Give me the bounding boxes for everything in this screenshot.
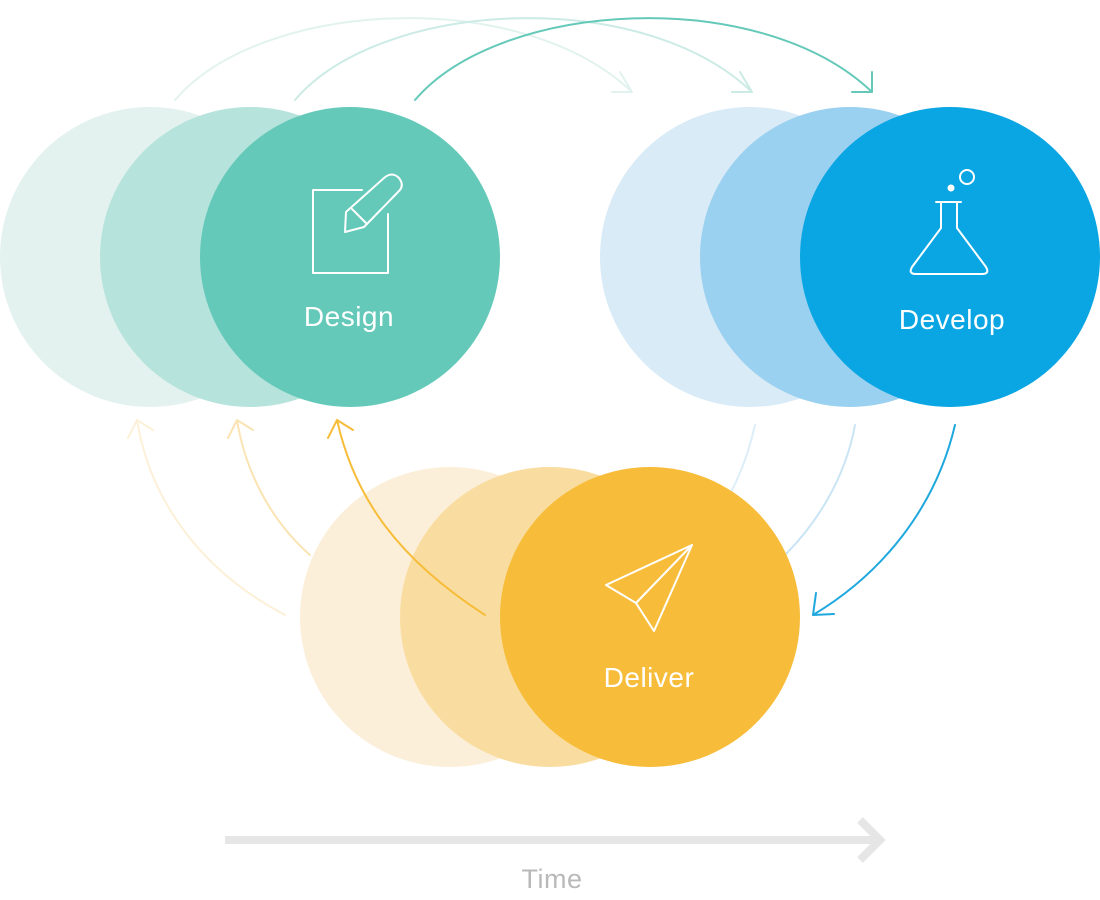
deliver-to-design-arrow-2 — [227, 419, 311, 556]
develop-label: Develop — [899, 304, 1005, 335]
edit-icon — [312, 173, 403, 274]
paper-plane-icon — [605, 544, 693, 632]
flask-icon — [909, 169, 989, 275]
deliver-to-design-arrow-1 — [127, 419, 286, 616]
develop-to-deliver-arrow-2 — [784, 424, 856, 556]
develop-to-deliver-arrow-3 — [812, 424, 956, 616]
design-to-develop-arrows — [174, 17, 873, 101]
deliver-to-design-arrows-back — [127, 419, 311, 616]
design-to-develop-arrow-2 — [294, 17, 753, 101]
deliver-to-design-arrow-3 — [327, 419, 486, 616]
arrow-right-icon — [857, 817, 886, 863]
time-axis: Time — [225, 817, 886, 894]
develop-circle-front — [800, 107, 1100, 407]
time-label: Time — [522, 864, 583, 894]
develop-stage: Develop — [600, 107, 1100, 407]
design-stage: Design — [0, 107, 500, 407]
deliver-circle-front — [500, 467, 800, 767]
develop-to-deliver-arrow-front — [812, 424, 956, 616]
design-label: Design — [304, 301, 394, 332]
design-circle-front — [200, 107, 500, 407]
deliver-stage: Deliver — [300, 467, 800, 767]
design-to-develop-arrow-3 — [414, 17, 873, 101]
design-to-develop-arrow-1 — [174, 17, 633, 101]
deliver-label: Deliver — [604, 662, 695, 693]
deliver-to-design-arrow-front — [327, 419, 486, 616]
